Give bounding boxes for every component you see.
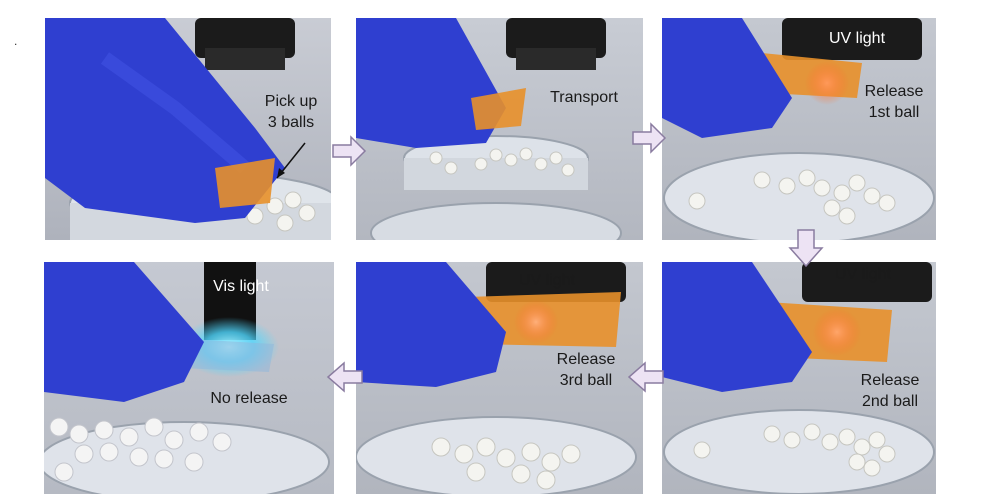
caption-uv-light-1: UV light	[828, 30, 886, 47]
photo-no-release: Vis light No release	[44, 262, 334, 494]
caption-no-release: No release	[210, 390, 288, 407]
caption-pick-up: Pick up 3 balls	[264, 93, 318, 131]
photo-transport: Transport	[356, 18, 643, 240]
flow-arrow-right-icon	[332, 135, 367, 167]
photo-release-3rd: UV light Release 3rd ball	[356, 262, 643, 494]
caption-release-3rd: Release 3rd ball	[556, 351, 616, 389]
photo-pick-up: Pick up 3 balls	[45, 18, 331, 240]
flow-arrow-down-icon	[788, 229, 824, 268]
caption-transport: Transport	[550, 89, 618, 106]
caption-release-1st: Release 1st ball	[864, 83, 924, 121]
caption-uv-light-3: UV light	[518, 272, 576, 289]
photo-release-2nd: UV light Release 2nd ball	[662, 262, 936, 494]
stray-mark: .	[14, 34, 18, 48]
caption-uv-light-2: UV light	[834, 266, 892, 283]
flow-arrow-right-icon	[632, 122, 667, 154]
flow-arrow-left-icon	[326, 361, 363, 393]
flow-arrow-left-icon	[627, 361, 664, 393]
caption-release-2nd: Release 2nd ball	[860, 372, 920, 410]
caption-vis-light: Vis light	[213, 278, 269, 295]
photo-release-1st: UV light Release 1st ball	[662, 18, 936, 240]
